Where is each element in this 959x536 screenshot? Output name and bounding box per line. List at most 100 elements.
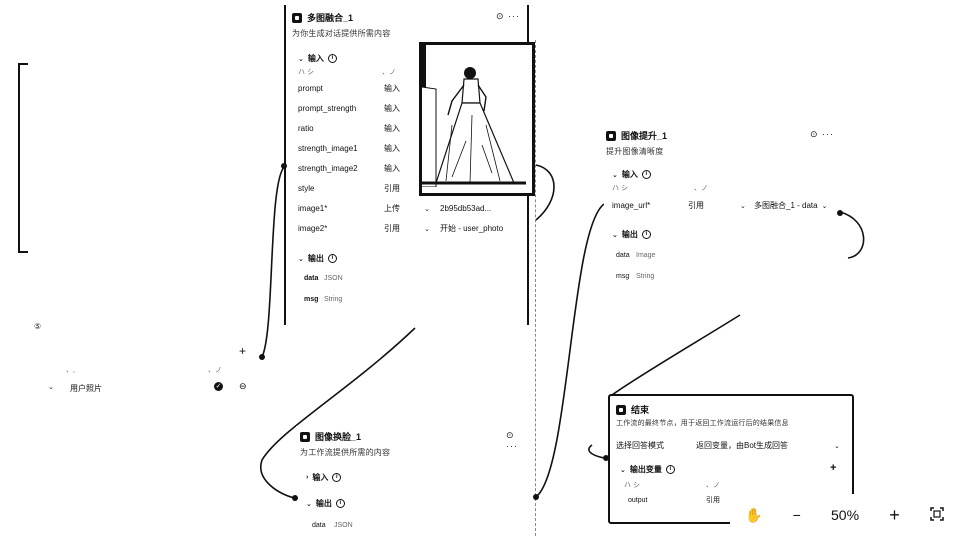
chevron-down-icon[interactable]: ⌄: [740, 202, 746, 210]
end-col-hint-left: ハ シ: [624, 482, 640, 489]
image-node-icon: [606, 130, 616, 141]
info-icon: i: [327, 54, 337, 63]
chevron-down-icon: ⌄: [298, 255, 304, 263]
image-col-hint-right: 、ノ: [694, 185, 708, 192]
end-title: 结束: [631, 405, 650, 415]
bracket-cap-bottom: [18, 251, 28, 253]
zoom-out-button[interactable]: −: [792, 507, 801, 523]
param-name: prompt: [298, 84, 323, 93]
param-name: style: [298, 184, 315, 193]
hand-icon[interactable]: ✋: [745, 506, 763, 523]
faceswap-output-row: data JSON: [312, 522, 353, 529]
answer-mode-select[interactable]: 返回变量，由Bot生成回答: [696, 441, 789, 450]
chevron-down-icon[interactable]: ⌄: [821, 202, 828, 210]
wire-end-in: [588, 444, 605, 459]
param-value[interactable]: 开始 - user_photo: [440, 224, 504, 233]
zoom-in-button[interactable]: +: [889, 504, 900, 525]
add-output-var-button[interactable]: +: [830, 462, 837, 474]
end-vars-section[interactable]: ⌄ 输出变量 i: [620, 464, 842, 475]
left-scroll-bracket[interactable]: [18, 63, 28, 253]
wedding-photo-illustration: [421, 45, 526, 188]
start-output-port[interactable]: [259, 354, 265, 360]
param-name: image2*: [298, 224, 328, 233]
chevron-down-icon: ⌄: [298, 55, 304, 63]
faceswap-input-port[interactable]: [292, 495, 298, 501]
compose-input-section[interactable]: ⌄ 输入 i: [298, 53, 337, 64]
output-var-name[interactable]: output: [628, 496, 648, 504]
chevron-down-icon[interactable]: ⌄: [424, 225, 430, 233]
param-mode-select[interactable]: 输入: [384, 124, 400, 133]
remove-variable-button[interactable]: ⊖: [239, 381, 247, 391]
image-input-section[interactable]: ⌄ 输入 i: [612, 169, 651, 180]
wire-compose-to-image: [535, 164, 555, 221]
compose-desc: 为你生成对话提供所需内容: [292, 29, 391, 38]
info-icon: i: [327, 254, 337, 263]
compose-param-row: prompt 输入: [298, 83, 518, 94]
end-input-port[interactable]: [603, 455, 609, 461]
left-col-hint-right: 、ノ: [208, 367, 222, 374]
param-mode-select[interactable]: 输入: [384, 84, 400, 93]
end-col-hint-right: 、ノ: [706, 482, 720, 489]
param-mode-select[interactable]: 引用: [384, 224, 400, 233]
faceswap-desc: 为工作流提供所需的内容: [300, 448, 391, 457]
flag-node-icon: [616, 404, 626, 415]
image-output-port[interactable]: [837, 210, 843, 216]
info-icon: i: [332, 473, 342, 482]
chevron-down-icon[interactable]: ⌄: [48, 384, 54, 391]
compose-input-port[interactable]: [281, 163, 287, 169]
compose-menu-button[interactable]: ⊙ ···: [496, 11, 521, 21]
wire-image-to-end: [535, 203, 605, 498]
chevron-down-icon: ⌄: [306, 500, 312, 508]
param-mode-select[interactable]: 输入: [384, 144, 400, 153]
add-variable-button[interactable]: +: [239, 344, 247, 358]
check-circle-icon[interactable]: ✓: [214, 382, 223, 391]
answer-mode-row: 选择回答模式 返回变量，由Bot生成回答 ⌄: [616, 441, 840, 450]
info-icon: i: [641, 170, 651, 179]
chevron-down-icon: ⌄: [620, 466, 626, 474]
bracket-cap-top: [18, 63, 28, 65]
compose-col-hint-right: 、ノ: [382, 69, 396, 76]
param-mode-select[interactable]: 引用: [384, 184, 400, 193]
wire-start-to-compose: [261, 165, 286, 358]
uploaded-photo-preview[interactable]: [419, 42, 535, 196]
fit-screen-icon[interactable]: [930, 506, 944, 524]
chevron-down-icon[interactable]: ⌄: [834, 442, 840, 450]
faceswap-input-section[interactable]: › 输入 i: [306, 472, 342, 483]
compose-col-hint-left: ハ シ: [298, 69, 314, 76]
param-name: strength_image2: [298, 164, 358, 173]
zoom-level: 50%: [831, 507, 860, 523]
compose-output-section[interactable]: ⌄ 输出 i: [298, 253, 337, 264]
faceswap-menu-button[interactable]: ⊙ ···: [506, 430, 518, 451]
faceswap-output-port[interactable]: [533, 494, 539, 500]
wire-image-loop: [839, 211, 865, 259]
param-mode-select[interactable]: 输入: [384, 104, 400, 113]
param-value-select[interactable]: 多图融合_1 - data: [754, 201, 818, 210]
wire-mid-to-end: [611, 314, 741, 396]
param-value[interactable]: 2b95db53ad...: [440, 204, 492, 213]
node-image-enhance[interactable]: 图像提升_1 ⊙ ··· 提升图像清晰度 ⌄ 输入 i ハ シ 、ノ image…: [604, 125, 840, 285]
faceswap-output-section[interactable]: ⌄ 输出 i: [306, 498, 345, 509]
compose-output-row: data JSON: [304, 275, 343, 282]
compose-param-row: style 引用: [298, 183, 518, 194]
image-output-section[interactable]: ⌄ 输出 i: [612, 229, 651, 240]
param-mode-select[interactable]: 上传: [384, 204, 400, 213]
info-icon: i: [641, 230, 651, 239]
image-output-row: msg String: [616, 273, 655, 280]
info-icon: i: [665, 465, 675, 474]
left-col-hint: 、,: [66, 367, 75, 374]
param-mode-select[interactable]: 输入: [384, 164, 400, 173]
image-menu-button[interactable]: ⊙ ···: [810, 129, 835, 139]
chevron-down-icon[interactable]: ⌄: [424, 205, 430, 213]
output-var-mode[interactable]: 引用: [706, 497, 720, 504]
param-mode-select[interactable]: 引用: [688, 201, 704, 210]
end-title-row: 结束: [616, 403, 649, 416]
info-icon: i: [335, 499, 345, 508]
node-face-swap[interactable]: 图像换脸_1 ⊙ ··· 为工作流提供所需的内容 › 输入 i ⌄ 输出 i d…: [296, 426, 528, 536]
compose-edge-dashes: [535, 40, 536, 536]
compose-param-row: image1*上传⌄2b95db53ad...: [298, 203, 518, 214]
image-title-row: 图像提升_1: [606, 129, 667, 142]
compose-output-row: msg String: [304, 296, 343, 303]
param-name: strength_image1: [298, 144, 358, 153]
compose-param-row: strength_image2 输入: [298, 163, 518, 174]
